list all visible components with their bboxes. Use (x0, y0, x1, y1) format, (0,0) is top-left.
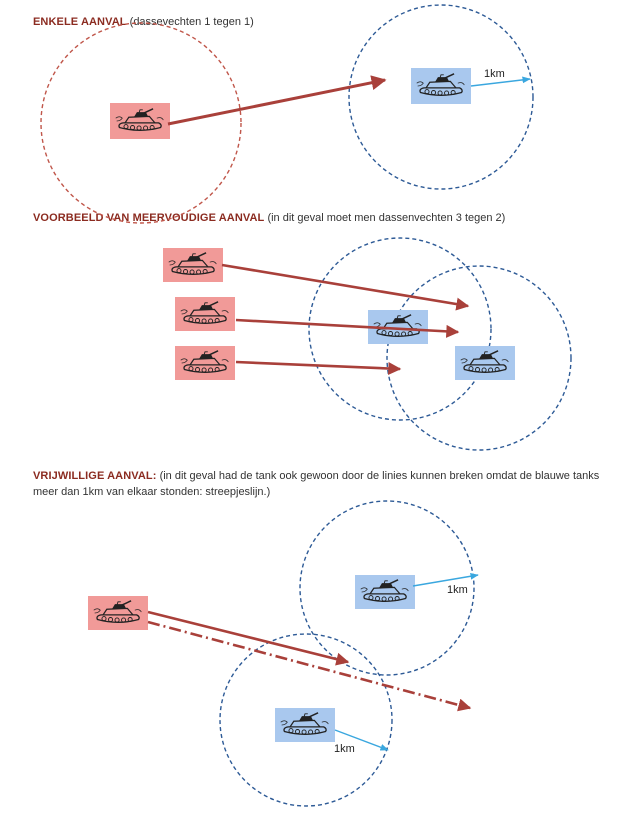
attack-arrow (147, 610, 350, 666)
defender-unit (455, 346, 515, 380)
attack-arrow (221, 263, 470, 311)
attacker-unit (88, 596, 148, 630)
radius-label: 1km (447, 584, 468, 596)
section-title: VRIJWILLIGE AANVAL: (33, 470, 157, 482)
section-title: ENKELE AANVAL (33, 16, 127, 28)
section-heading-multiple-attack: VOORBEELD VAN MEERVOUDIGE AANVAL (in dit… (33, 210, 505, 226)
defender-range-circle (348, 4, 534, 190)
section-heading-voluntary-attack: VRIJWILLIGE AANVAL: (in dit geval had de… (33, 468, 623, 500)
defender-unit (355, 575, 415, 609)
attacker-unit (110, 103, 170, 139)
section-note: (in dit geval had de tank ook gewoon doo… (33, 470, 600, 498)
radius-label: 1km (334, 743, 355, 755)
attack-arrow (235, 318, 460, 338)
attacker-unit (163, 248, 223, 282)
attack-arrow (235, 360, 402, 375)
defender-range-circle (386, 265, 572, 451)
attacker-unit (175, 346, 235, 380)
defender-range-circle (299, 500, 475, 676)
section-note: (in dit geval moet men dassenvechten 3 t… (267, 212, 506, 224)
radius-arrow (334, 729, 389, 751)
defender-range-circle (219, 633, 393, 807)
attack-arrow (167, 75, 387, 126)
attacker-range-circle (40, 22, 242, 224)
defender-unit (275, 708, 335, 742)
radius-label: 1km (484, 68, 505, 80)
section-title: VOORBEELD VAN MEERVOUDIGE AANVAL (33, 212, 265, 224)
breakthrough-dashed-arrow (147, 620, 472, 712)
section-heading-single-attack: ENKELE AANVAL (dassevechten 1 tegen 1) (33, 14, 254, 30)
defender-unit (411, 68, 471, 104)
defender-range-circle (308, 237, 492, 421)
attacker-unit (175, 297, 235, 331)
radius-arrow (470, 76, 531, 87)
radius-arrow (412, 572, 479, 587)
